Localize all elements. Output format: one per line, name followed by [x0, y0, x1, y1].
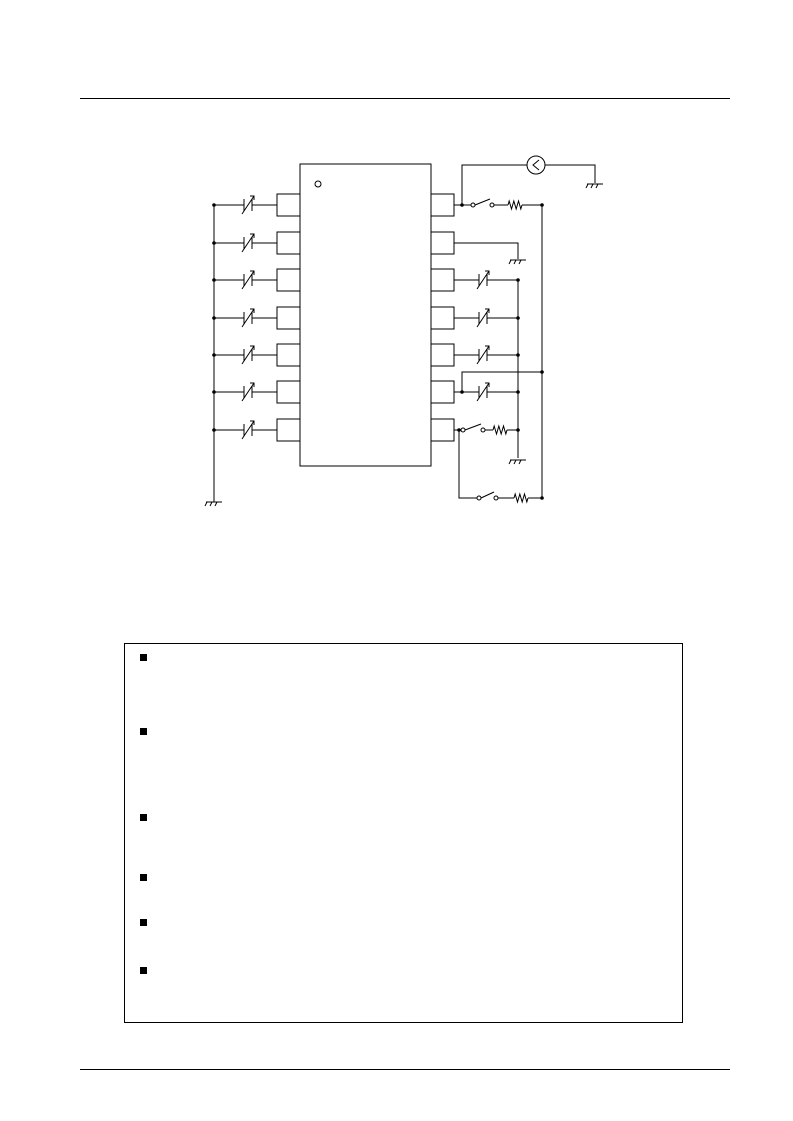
- variable-capacitor: [476, 382, 490, 402]
- variable-capacitor: [241, 233, 255, 253]
- right-pin-box: [430, 268, 455, 292]
- switch: [460, 427, 466, 433]
- wire: [454, 242, 519, 259]
- junction-dot: [540, 496, 544, 500]
- notes-box: [124, 643, 683, 1023]
- variable-capacitor: [250, 382, 255, 387]
- right-pin-box: [430, 380, 455, 404]
- bullet-marker: [140, 874, 147, 881]
- ground-symbol: [508, 259, 512, 265]
- junction-dot: [516, 390, 520, 394]
- junction-dot: [516, 316, 520, 320]
- ground-symbol: [590, 183, 594, 189]
- left-pin-box: [276, 193, 301, 217]
- variable-capacitor: [476, 345, 490, 365]
- junction-dot: [212, 390, 216, 394]
- left-pin-box: [276, 380, 301, 404]
- ground-symbol: [508, 459, 512, 465]
- bullet-marker: [140, 654, 147, 661]
- switch: [476, 495, 482, 501]
- variable-capacitor: [250, 195, 255, 200]
- right-pin-box: [430, 306, 455, 330]
- bullet-marker: [140, 967, 147, 974]
- ic-chip-body: [299, 163, 432, 467]
- junction-dot: [212, 278, 216, 282]
- variable-capacitor: [241, 270, 255, 290]
- switch: [480, 427, 486, 433]
- switch: [470, 202, 476, 208]
- right-pin-box: [430, 231, 455, 255]
- right-pin-box: [430, 343, 455, 367]
- wire: [545, 164, 596, 183]
- switch: [464, 423, 482, 431]
- right-pin-box: [430, 193, 455, 217]
- switch: [493, 495, 499, 501]
- junction-dot: [212, 241, 216, 245]
- junction-dot: [460, 390, 464, 394]
- variable-capacitor: [250, 345, 255, 350]
- bullet-marker: [140, 814, 147, 821]
- junction-dot: [540, 203, 544, 207]
- variable-capacitor: [250, 308, 255, 313]
- variable-capacitor: [485, 270, 490, 275]
- ground-symbol: [204, 501, 208, 507]
- junction-dot: [212, 353, 216, 357]
- bullet-marker: [140, 728, 147, 735]
- ground-symbol: [518, 259, 522, 265]
- variable-capacitor: [485, 308, 490, 313]
- ground-symbol: [518, 459, 522, 465]
- variable-capacitor: [250, 270, 255, 275]
- junction-dot: [460, 203, 464, 207]
- variable-capacitor: [250, 233, 255, 238]
- junction-dot: [540, 370, 544, 374]
- resistor: [513, 492, 529, 504]
- variable-capacitor: [250, 420, 255, 425]
- header-rule: [80, 98, 730, 99]
- junction-dot: [212, 316, 216, 320]
- resistor: [507, 199, 523, 211]
- wire: [461, 371, 542, 392]
- ground-symbol: [513, 459, 517, 465]
- variable-capacitor: [241, 345, 255, 365]
- switch: [489, 202, 495, 208]
- variable-capacitor: [476, 270, 490, 290]
- ground-symbol: [209, 501, 213, 507]
- left-pin-box: [276, 306, 301, 330]
- variable-capacitor: [485, 382, 490, 387]
- left-pin-box: [276, 268, 301, 292]
- current-source: [532, 159, 540, 171]
- variable-capacitor: [241, 308, 255, 328]
- junction-dot: [516, 428, 520, 432]
- right-pin-box: [430, 418, 455, 442]
- junction-dot: [516, 278, 520, 282]
- ground-symbol: [214, 501, 218, 507]
- pin1-indicator: [314, 180, 322, 188]
- junction-dot: [212, 203, 216, 207]
- variable-capacitor: [485, 345, 490, 350]
- variable-capacitor: [241, 195, 255, 215]
- left-pin-box: [276, 418, 301, 442]
- variable-capacitor: [241, 382, 255, 402]
- variable-capacitor: [241, 420, 255, 440]
- switch: [480, 491, 495, 499]
- left-pin-box: [276, 231, 301, 255]
- resistor: [492, 424, 508, 436]
- junction-dot: [212, 428, 216, 432]
- footer-rule: [80, 1069, 730, 1070]
- junction-dot: [516, 353, 520, 357]
- ground-symbol: [513, 259, 517, 265]
- ground-symbol: [585, 183, 589, 189]
- switch: [474, 198, 491, 206]
- junction-dot: [457, 428, 461, 432]
- current-source: [526, 155, 546, 175]
- bullet-marker: [140, 919, 147, 926]
- wire: [461, 164, 527, 205]
- wire: [458, 430, 477, 499]
- left-pin-box: [276, 343, 301, 367]
- application-circuit-diagram: [204, 155, 603, 507]
- ground-symbol: [595, 183, 599, 189]
- variable-capacitor: [476, 308, 490, 328]
